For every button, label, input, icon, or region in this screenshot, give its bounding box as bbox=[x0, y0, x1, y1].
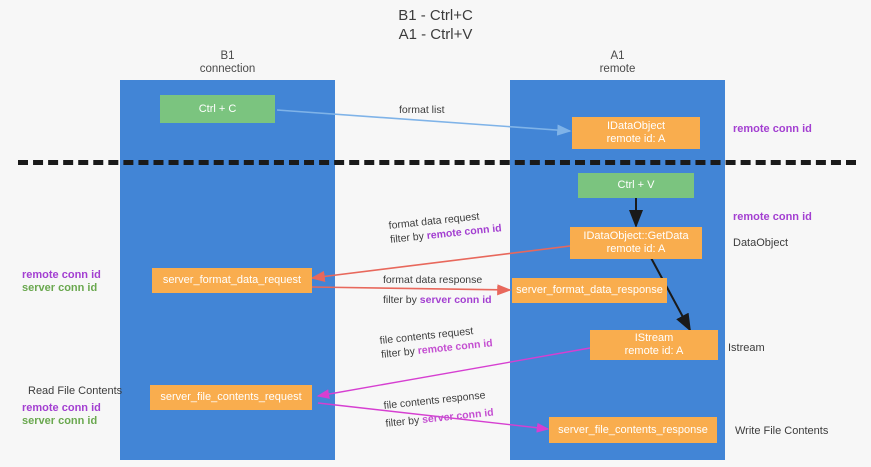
annotation-istream: Istream bbox=[728, 342, 765, 354]
edge-label-fcresp-highlight: server conn id bbox=[421, 406, 495, 426]
lane-header-a1-subtitle: remote bbox=[599, 63, 636, 75]
node-idataobject-sub: remote id: A bbox=[606, 133, 666, 145]
annotation-left-server-conn-id-mid: server conn id bbox=[22, 282, 98, 294]
node-idataobject-getdata[interactable]: IDataObject::GetData remote id: A bbox=[570, 227, 702, 259]
annotation-left-server-conn-id-low: server conn id bbox=[22, 415, 98, 427]
node-istream-sub: remote id: A bbox=[624, 345, 684, 357]
node-getdata-sub: remote id: A bbox=[606, 243, 666, 255]
edge-label-format-list: format list bbox=[399, 103, 445, 117]
lane-header-b1-title: B1 bbox=[220, 50, 235, 62]
node-idataobject[interactable]: IDataObject remote id: A bbox=[572, 117, 700, 149]
edge-label-fdresp-prefix: filter by bbox=[383, 294, 420, 306]
edge-label-format-data-response: format data response filter by server co… bbox=[383, 273, 492, 307]
annotation-read-file-contents: Read File Contents bbox=[28, 385, 123, 397]
node-ctrl-v-label: Ctrl + V bbox=[617, 179, 655, 191]
edge-label-fdreq-prefix: filter by bbox=[389, 230, 428, 246]
node-istream[interactable]: IStream remote id: A bbox=[590, 330, 718, 360]
annotation-remote-conn-id-mid: remote conn id bbox=[733, 211, 812, 223]
section-divider bbox=[18, 160, 856, 165]
node-server-format-data-request-label: server_format_data_request bbox=[162, 274, 302, 286]
lane-header-a1: A1 remote bbox=[510, 50, 725, 76]
edge-label-fcresp-prefix: filter by bbox=[384, 414, 423, 430]
node-istream-label: IStream bbox=[634, 332, 674, 344]
edge-label-fdresp-highlight: server conn id bbox=[419, 294, 492, 306]
lane-header-b1-subtitle: connection bbox=[199, 63, 256, 75]
node-ctrl-c-label: Ctrl + C bbox=[198, 102, 237, 115]
node-ctrl-v[interactable]: Ctrl + V bbox=[578, 173, 694, 198]
annotation-remote-conn-id-top: remote conn id bbox=[733, 123, 812, 135]
edge-label-format-data-request: format data request filter by remote con… bbox=[388, 207, 502, 247]
node-ctrl-c[interactable]: Ctrl + C bbox=[160, 95, 275, 123]
lane-header-a1-title: A1 bbox=[610, 50, 625, 62]
title-line-2: A1 - Ctrl+V bbox=[398, 26, 473, 43]
edge-label-file-contents-response: file contents response filter by server … bbox=[383, 388, 494, 431]
node-server-format-data-request[interactable]: server_format_data_request bbox=[152, 268, 312, 293]
edge-label-fcreq-prefix: filter by bbox=[380, 345, 419, 361]
node-server-format-data-response[interactable]: server_format_data_response bbox=[512, 278, 667, 303]
node-server-file-contents-request-label: server_file_contents_request bbox=[160, 391, 302, 403]
node-getdata-label: IDataObject::GetData bbox=[583, 230, 689, 242]
lane-header-b1: B1 connection bbox=[120, 50, 335, 76]
node-server-file-contents-request[interactable]: server_file_contents_request bbox=[150, 385, 312, 410]
node-server-file-contents-response-label: server_file_contents_response bbox=[558, 423, 708, 436]
page-title: B1 - Ctrl+C A1 - Ctrl+V bbox=[0, 6, 871, 44]
edge-label-file-contents-request: file contents request filter by remote c… bbox=[379, 322, 493, 362]
annotation-left-remote-conn-id-low: remote conn id bbox=[22, 402, 101, 414]
node-server-format-data-response-label: server_format_data_response bbox=[516, 284, 663, 296]
title-line-1: B1 - Ctrl+C bbox=[398, 7, 473, 24]
node-idataobject-label: IDataObject bbox=[606, 120, 666, 132]
annotation-left-remote-conn-id-mid: remote conn id bbox=[22, 269, 101, 281]
edge-label-fdresp-line2: filter by server conn id bbox=[383, 293, 492, 307]
annotation-write-file-contents: Write File Contents bbox=[735, 425, 829, 437]
node-server-file-contents-response[interactable]: server_file_contents_response bbox=[549, 417, 717, 443]
annotation-dataobject: DataObject bbox=[733, 237, 789, 249]
edge-label-format-list-text: format list bbox=[399, 104, 445, 116]
edge-label-fdresp-line1: format data response bbox=[383, 274, 483, 286]
